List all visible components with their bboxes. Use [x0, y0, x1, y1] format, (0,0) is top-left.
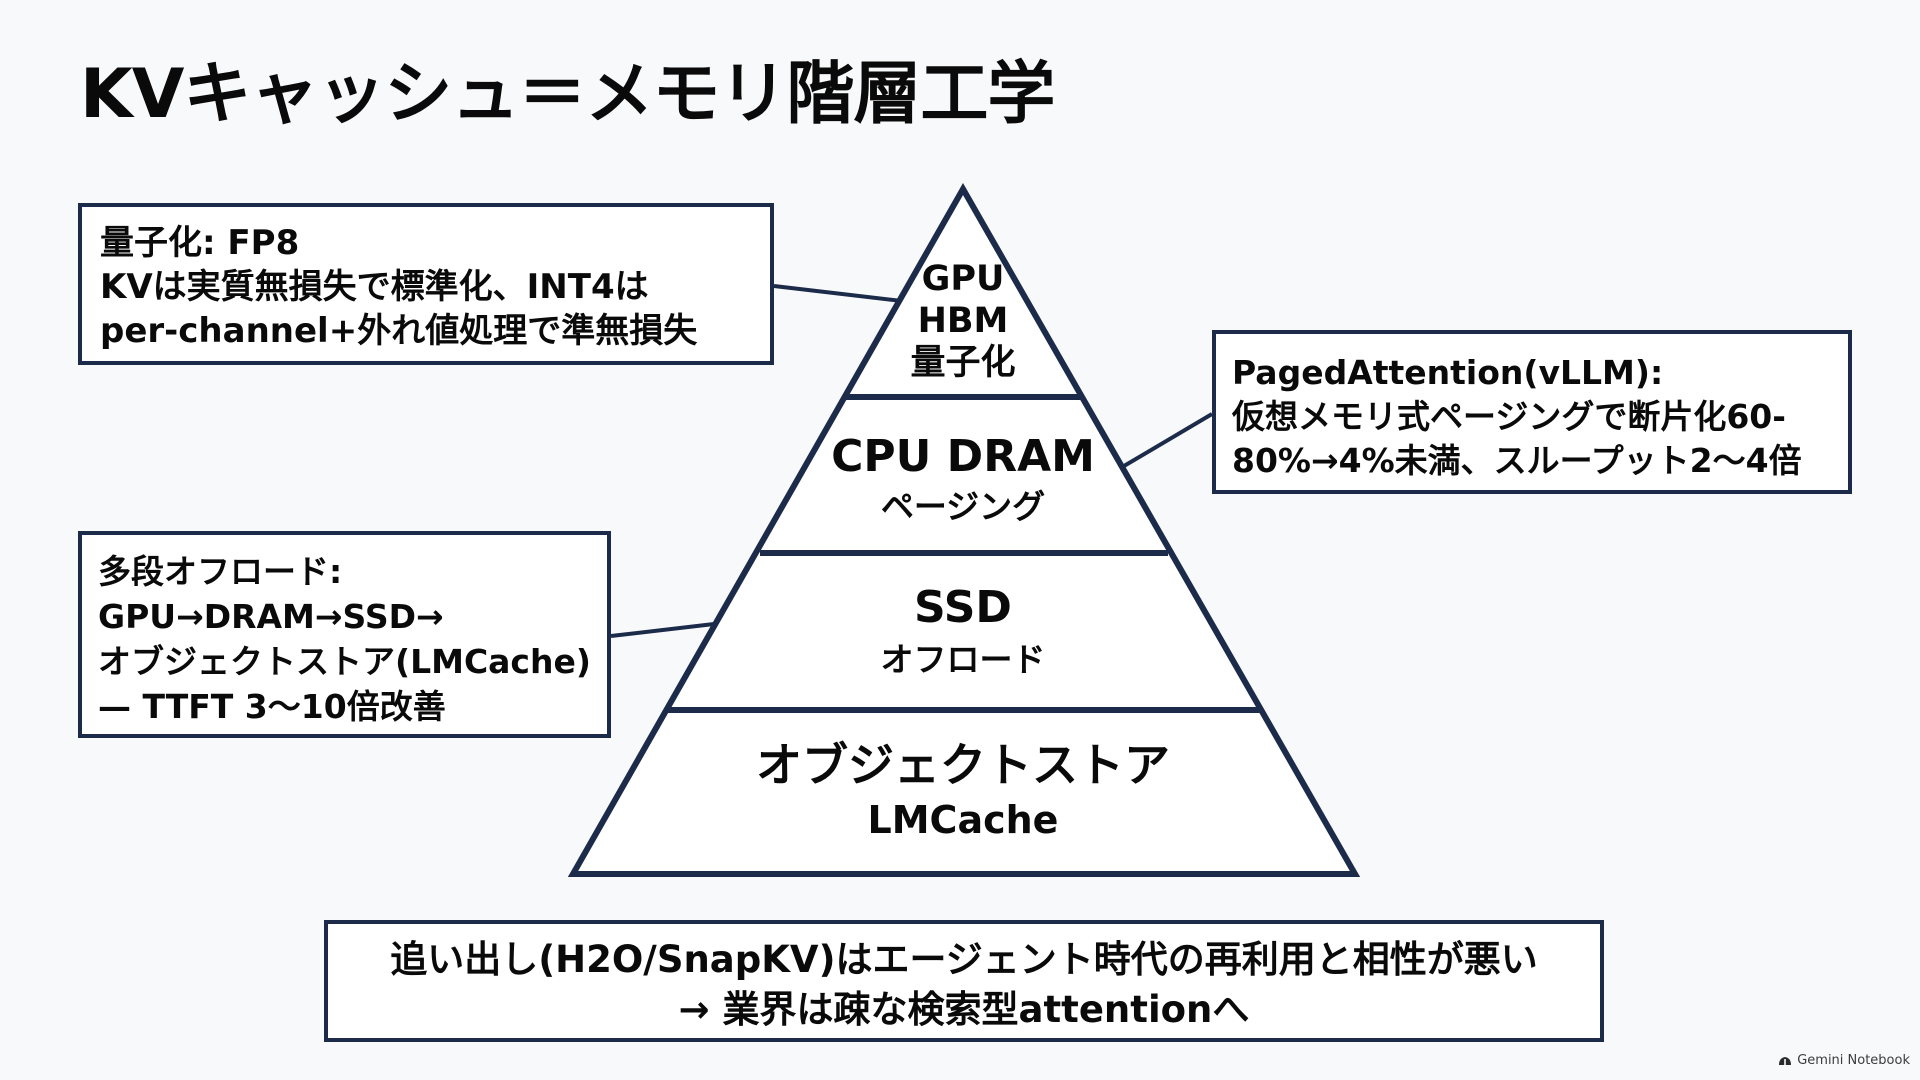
- tier-cpu-dram-line-2: ページング: [880, 487, 1046, 526]
- slide-title: KVキャッシュ＝メモリ階層工学: [80, 55, 1055, 134]
- tier-gpu-hbm-line-3: 量子化: [910, 343, 1016, 383]
- callout-paged-attention-line-1: PagedAttention(vLLM):: [1232, 353, 1664, 392]
- callout-quantization-line-2: KVは実質無損失で標準化、INT4は: [100, 267, 649, 307]
- tier-object-store-line-2: LMCache: [867, 798, 1059, 842]
- callout-eviction-line-2: → 業界は疎な検索型attentionへ: [678, 988, 1250, 1031]
- callout-offload-line-2: GPU→DRAM→SSD→: [98, 597, 444, 636]
- callout-offload: 多段オフロード: GPU→DRAM→SSD→ オブジェクトストア(LMCache…: [78, 531, 611, 738]
- callout-quantization-line-3: per-channel+外れ値処理で準無損失: [100, 311, 698, 351]
- callout-paged-attention-line-3: 80%→4%未満、スループット2〜4倍: [1232, 441, 1802, 480]
- callout-offload-line-4: — TTFT 3〜10倍改善: [98, 687, 446, 726]
- tier-ssd-line-2: オフロード: [880, 640, 1046, 679]
- tier-gpu-hbm: GPU HBM 量子化: [910, 258, 1015, 384]
- callout-offload-line-1: 多段オフロード:: [98, 552, 343, 591]
- connector-quantization: [773, 284, 903, 303]
- callout-quantization: 量子化: FP8 KVは実質無損失で標準化、INT4は per-channel+…: [78, 203, 774, 365]
- footer-brand: Gemini Notebook: [1778, 1053, 1910, 1068]
- tier-gpu-hbm-line-2: HBM: [917, 301, 1009, 341]
- connector-paged-attention: [1122, 412, 1214, 468]
- pyramid-outline: [567, 182, 1361, 877]
- callout-paged-attention: PagedAttention(vLLM): 仮想メモリ式ページングで断片化60-…: [1212, 330, 1852, 494]
- tier-ssd-line-1: SSD: [914, 582, 1012, 633]
- callout-paged-attention-line-2: 仮想メモリ式ページングで断片化60-: [1232, 397, 1786, 436]
- tier-ssd: SSD オフロード: [881, 582, 1046, 686]
- callout-offload-line-3: オブジェクトストア(LMCache): [98, 642, 591, 681]
- tier-gpu-hbm-line-1: GPU: [921, 259, 1005, 299]
- tier-cpu-dram: CPU DRAM ページング: [831, 432, 1095, 532]
- notebook-icon: [1779, 1056, 1792, 1065]
- callout-eviction: 追い出し(H2O/SnapKV)はエージェント時代の再利用と相性が悪い → 業界…: [324, 920, 1604, 1042]
- footer-brand-label: Gemini Notebook: [1797, 1053, 1910, 1068]
- connector-offload: [610, 622, 715, 638]
- callout-quantization-line-1: 量子化: FP8: [100, 223, 300, 263]
- tier-object-store: オブジェクトストア LMCache: [756, 738, 1170, 848]
- callout-eviction-line-1: 追い出し(H2O/SnapKV)はエージェント時代の再利用と相性が悪い: [390, 938, 1538, 981]
- tier-cpu-dram-line-1: CPU DRAM: [831, 431, 1095, 482]
- tier-object-store-line-1: オブジェクトストア: [756, 738, 1170, 792]
